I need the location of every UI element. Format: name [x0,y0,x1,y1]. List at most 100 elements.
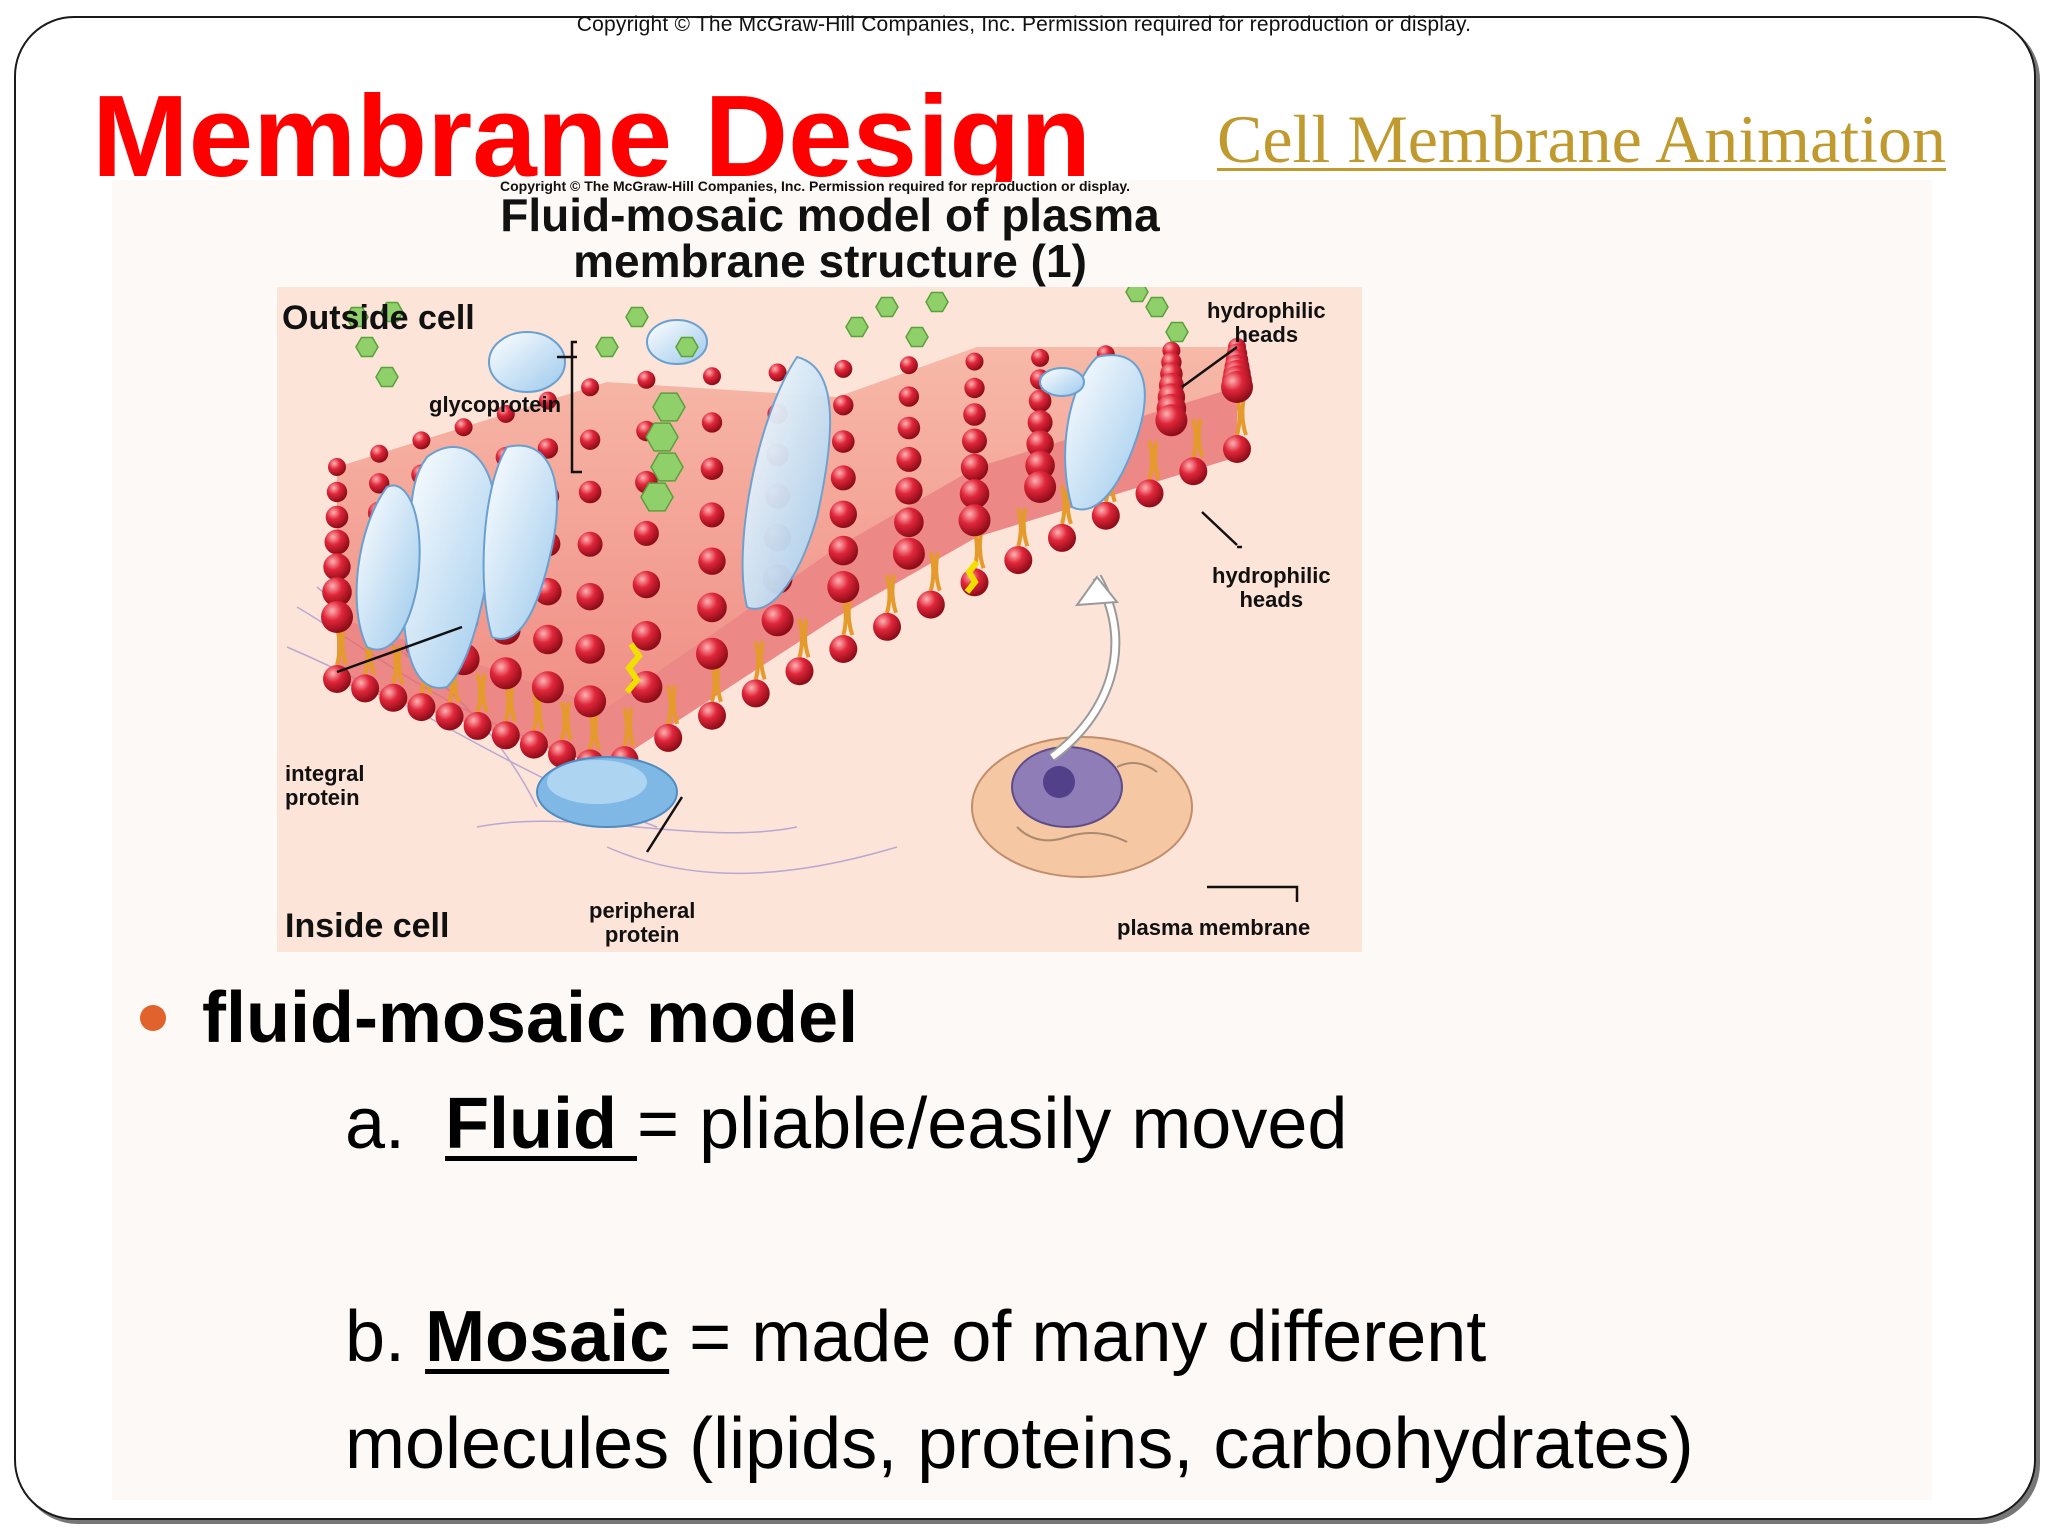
phospholipid-head [537,438,559,459]
phospholipid-head [321,601,353,633]
phospholipid-head [963,403,986,426]
item-b-prefix: b. [345,1297,406,1377]
carbohydrate-unit [595,336,619,358]
carbohydrate-unit [1145,296,1169,318]
label-glycoprotein: glycoprotein [429,392,562,417]
carbohydrate-unit [355,336,379,358]
phospholipid-head [631,621,662,651]
lipid-tail [666,685,680,725]
phospholipid-head [1155,404,1188,437]
carbohydrate-unit [845,316,869,338]
figure-copyright: Copyright © The McGraw-Hill Companies, I… [500,178,1131,194]
label-hydrophilic-heads-top: hydrophilic heads [1207,298,1326,348]
phospholipid-head [916,590,945,619]
phospholipid-head [894,507,924,538]
phospholipid-head [834,359,853,378]
term-mosaic: Mosaic [425,1297,670,1377]
phospholipid-head [892,537,925,570]
carbohydrate-unit [645,422,679,452]
lipid-tail [1191,418,1205,458]
label-hydrophilic-line-1: hydrophilic [1212,563,1331,588]
phospholipid-head [654,723,683,752]
lipid-tail [885,574,898,614]
phospholipid-head [633,520,659,546]
lipid-tail [753,640,767,681]
phospholipid-head [324,529,350,555]
carbohydrate-unit [345,306,369,328]
phospholipid-head [323,665,351,693]
phospholipid-head [581,378,600,397]
phospholipid-head [960,453,989,482]
phospholipid-head [703,367,721,386]
label-peripheral-protein: peripheral protein [589,898,696,948]
membrane-diagram: Outside cell glycoprotein hydrophilic he… [277,287,1362,952]
phospholipid-head [1028,389,1052,413]
phospholipid-head [463,711,492,740]
carbohydrate-unit [925,291,949,313]
carbohydrate-chains [345,287,1189,512]
phospholipid-head [407,693,436,722]
carbohydrate-unit [640,482,674,512]
phospholipid-head [698,701,726,730]
phospholipid-head [531,671,564,704]
item-a-definition: = pliable/easily moved [637,1084,1348,1164]
carbohydrate-unit [1165,321,1189,343]
phospholipid-head [637,370,656,389]
phospholipid-head [698,547,726,575]
lipid-tail [622,707,636,747]
phospholipid-head [962,428,987,454]
phospholipid-head [1026,430,1054,458]
bullet-text: fluid-mosaic model [202,978,859,1058]
phospholipid-head [699,502,725,528]
phospholipid-head [873,612,901,641]
figure-title: Fluid-mosaic model of plasma membrane st… [440,192,1220,284]
label-heads-line-2: heads [1234,322,1299,348]
phospholipid-head [1135,479,1164,508]
bullet-dot-icon [140,1005,166,1031]
phospholipid-head [768,363,787,382]
label-peripheral-line-1: peripheral [589,898,696,923]
phospholipid-head [896,446,922,472]
copyright-notice: Copyright © The McGraw-Hill Companies, I… [576,13,1472,36]
phospholipid-head [959,479,990,509]
phospholipid-head [538,391,557,410]
phospholipid-head [323,553,351,581]
phospholipid-head [696,637,728,670]
label-outside-cell: Outside cell [282,299,475,337]
item-b: b. Mosaic = made of many different [345,1296,1486,1378]
item-a-prefix: a. [345,1084,406,1164]
carbohydrate-unit [650,452,684,482]
phospholipid-head [491,721,520,750]
phospholipid-head [370,444,389,463]
phospholipid-head [1223,435,1251,463]
phospholipid-head [1031,348,1050,367]
cell-membrane-animation-link[interactable]: Cell Membrane Animation [1217,101,1946,177]
phospholipid-head [578,480,602,504]
carbohydrate-unit [905,326,929,348]
label-protein-line-2: protein [604,922,680,948]
phospholipid-head [701,412,723,433]
item-b-definition: = made of many different [669,1297,1487,1377]
phospholipid-head [697,592,727,623]
lipid-tail [1147,440,1161,481]
phospholipid-head [827,571,860,603]
lipid-tail [560,701,573,741]
phospholipid-head [533,624,563,655]
phospholipid-head [1004,546,1033,575]
phospholipid-head [832,430,855,453]
phospholipid-head [576,583,604,611]
phospholipid-head [435,702,464,731]
phospholipid-head [326,481,348,503]
phospholipid-head [828,535,859,566]
phospholipid-head [1024,471,1057,503]
phospholipid-head [741,679,770,708]
item-a: a. Fluid = pliable/easily moved [345,1083,1347,1165]
phospholipid-head [632,570,661,599]
phospholipid-head [899,356,918,375]
carbohydrate-unit [375,366,399,388]
phospholipid-head [833,395,854,416]
phospholipid-head [379,683,408,712]
phospholipid-head [895,477,923,505]
phospholipid-head [898,386,920,407]
integral-proteins [355,319,1146,689]
